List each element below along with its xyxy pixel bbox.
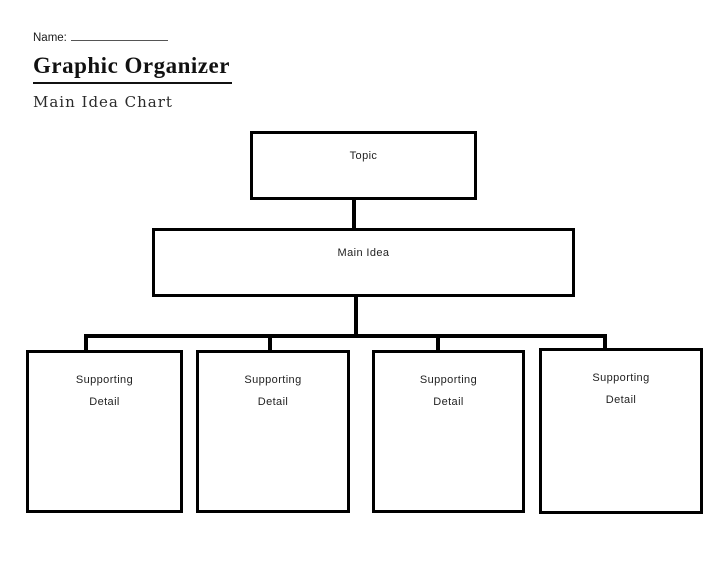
supporting-detail-label-line2: Detail [257, 396, 289, 408]
name-blank-line [70, 29, 168, 41]
supporting-detail-label-line2: Detail [433, 396, 464, 408]
supporting-detail-box-3: Supporting Detail [372, 350, 525, 513]
page-subtitle: Main Idea Chart [33, 93, 173, 111]
connector-main-to-branch [354, 295, 358, 338]
supporting-detail-box-1: Supporting Detail [26, 350, 183, 513]
supporting-detail-label-line1: Supporting [419, 374, 478, 386]
main-idea-box-label: Main Idea [337, 247, 390, 259]
supporting-detail-label-line1: Supporting [244, 374, 302, 386]
supporting-detail-label-line1: Supporting [75, 374, 134, 386]
connector-drop-detail-3 [436, 334, 440, 352]
connector-drop-detail-1 [84, 334, 88, 352]
supporting-detail-label-line2: Detail [605, 394, 637, 406]
supporting-detail-box-2: Supporting Detail [196, 350, 350, 513]
connector-drop-detail-4 [603, 334, 607, 350]
page-title: Graphic Organizer [33, 53, 232, 84]
connector-branch-horizontal [84, 334, 607, 338]
supporting-detail-label-line2: Detail [89, 396, 120, 408]
supporting-detail-label-line1: Supporting [592, 372, 650, 384]
name-label: Name: [33, 32, 67, 44]
name-row: Name: [33, 29, 168, 44]
connector-drop-detail-2 [268, 334, 272, 352]
topic-box: Topic [250, 131, 477, 200]
connector-topic-to-main [352, 199, 356, 230]
topic-box-label: Topic [349, 150, 378, 162]
main-idea-box: Main Idea [152, 228, 575, 297]
supporting-detail-box-4: Supporting Detail [539, 348, 703, 514]
